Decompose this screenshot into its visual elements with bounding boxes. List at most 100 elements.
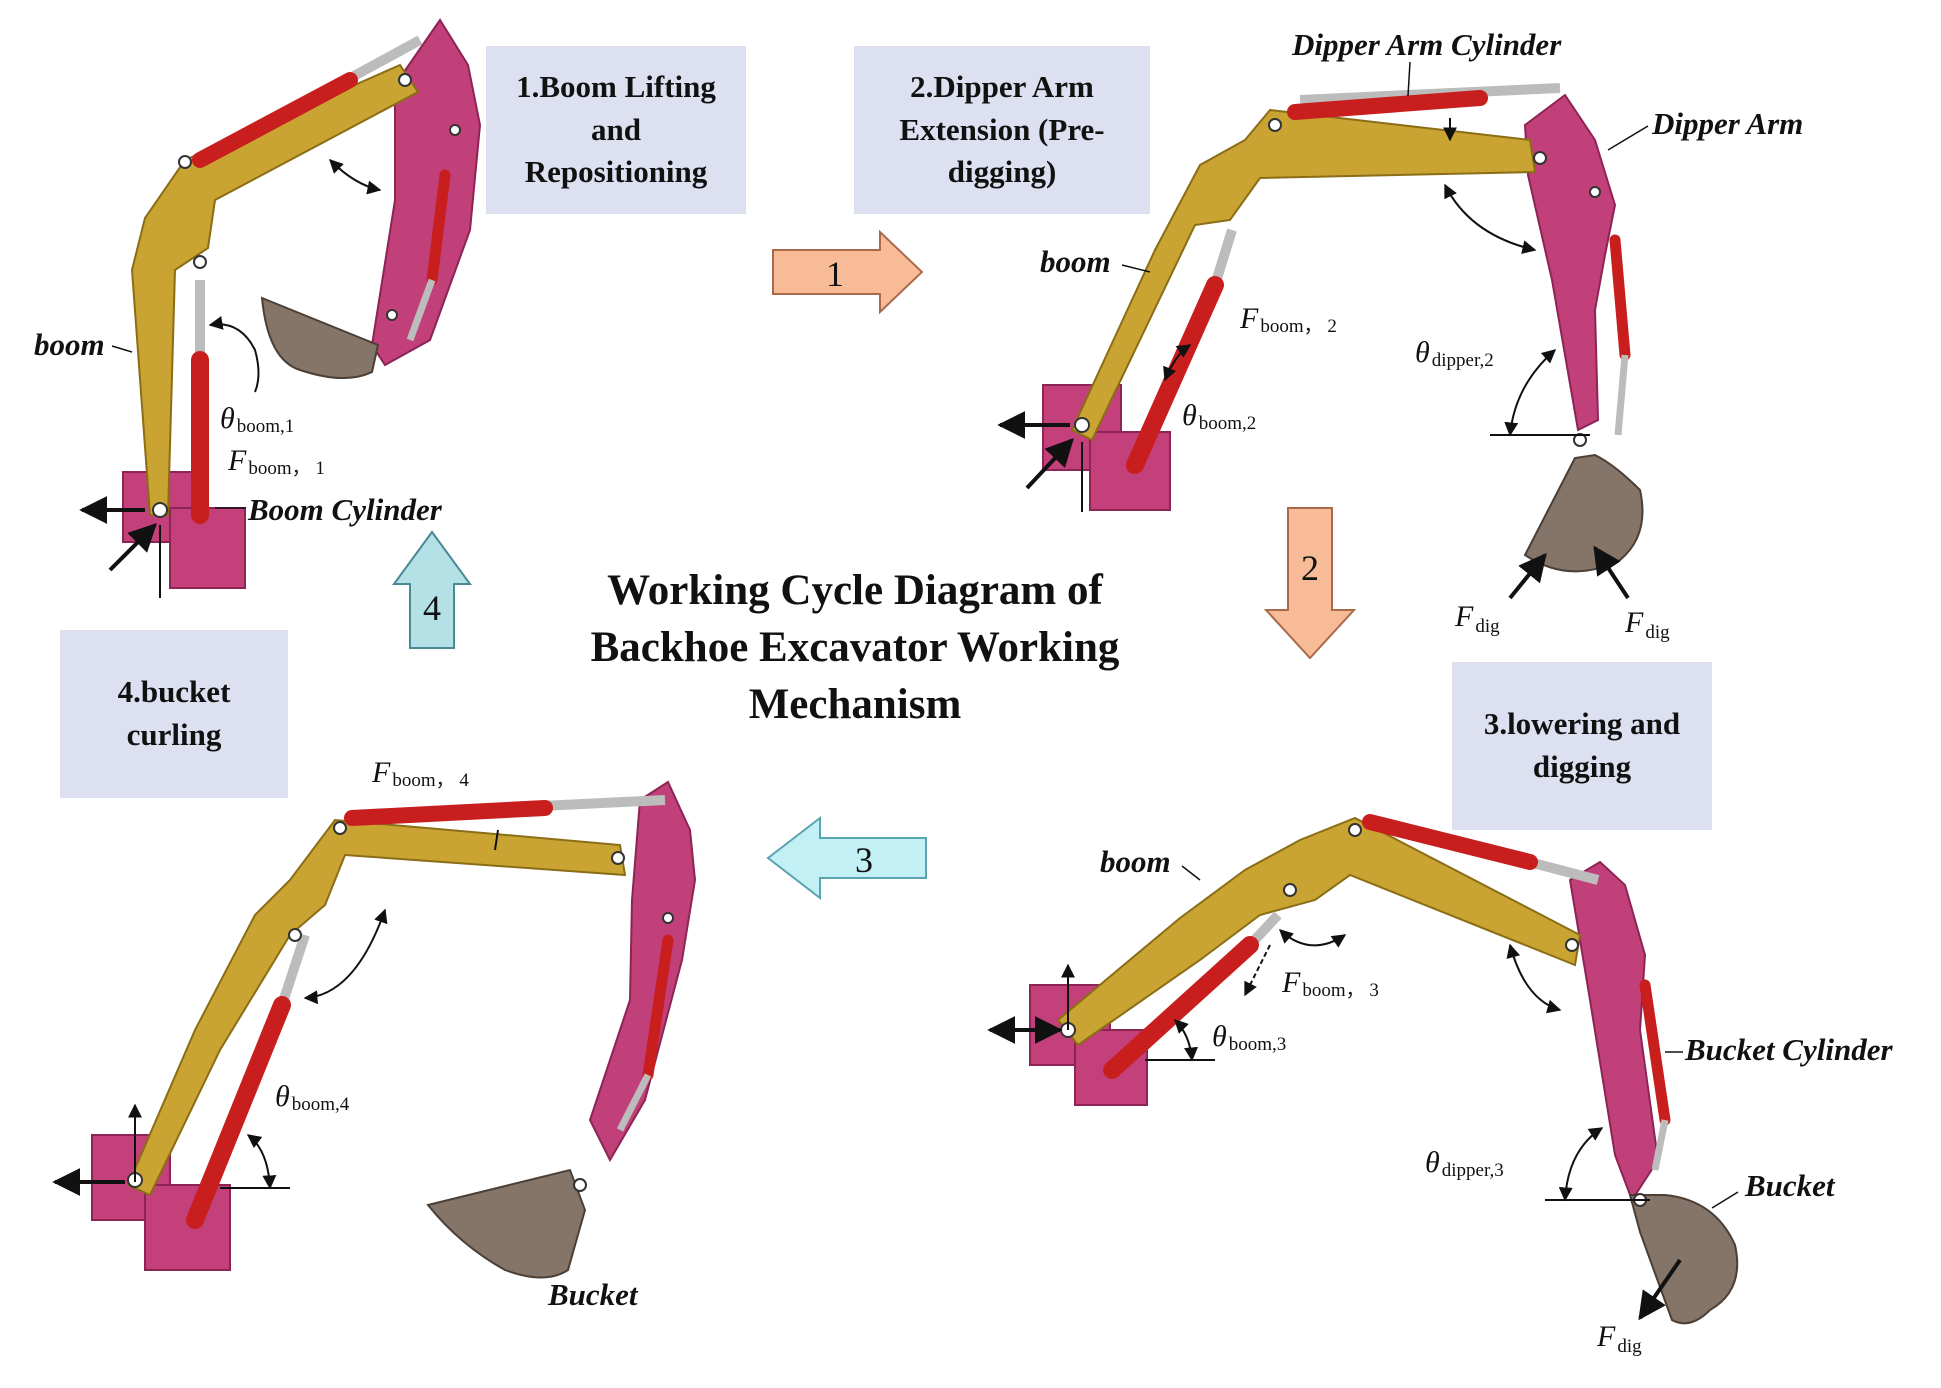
excavator-figure-2 xyxy=(997,83,1644,600)
transition-arrow-4: 4 xyxy=(392,530,472,649)
dipper-arm-cylinder xyxy=(344,800,553,826)
excavator-figure-4 xyxy=(52,780,697,1279)
angle-arc xyxy=(329,159,382,195)
leader-line xyxy=(1121,264,1151,273)
boom-label: boom xyxy=(1040,244,1111,279)
dipper-arm xyxy=(1568,860,1660,1203)
angle-arc xyxy=(1174,1019,1198,1062)
dipper-arm-cylinder-label: Dipper Arm Cylinder xyxy=(1291,27,1562,62)
leader-line xyxy=(1607,125,1649,151)
bucket xyxy=(1628,1194,1739,1325)
boom-label: boom xyxy=(1100,844,1171,879)
stage-2-box: 2.Dipper Arm Extension (Pre-digging) xyxy=(854,46,1150,214)
leader-line xyxy=(111,345,133,353)
stage-4-box: 4.bucket curling xyxy=(60,630,288,798)
dipper-arm xyxy=(370,18,482,367)
pivot-joint xyxy=(573,1178,587,1192)
dipper-arm-cylinder xyxy=(1362,814,1538,870)
transition-arrow-1-label: 1 xyxy=(826,254,844,294)
stage-2-label: 2.Dipper Arm Extension (Pre-digging) xyxy=(899,68,1105,190)
boom xyxy=(1056,816,1582,1047)
pivot-joint xyxy=(449,124,461,136)
cylinder-rod xyxy=(406,278,436,342)
angle-arc xyxy=(1444,183,1537,254)
boom xyxy=(126,818,627,1197)
angle-arc xyxy=(208,316,260,393)
dig-force-arrow xyxy=(1593,545,1630,600)
transition-arrow-2: 2 xyxy=(1263,507,1357,660)
pivot-joint xyxy=(1268,118,1282,132)
transition-arrow-3: 3 xyxy=(766,815,927,901)
bucket-label: Bucket xyxy=(547,1277,639,1312)
angle-arc xyxy=(1163,344,1192,382)
pivot-joint xyxy=(1533,151,1547,165)
pivot-joint xyxy=(398,73,412,87)
stage-1-box: 1.Boom Lifting and Repositioning xyxy=(486,46,746,214)
bucket-cylinder xyxy=(1639,979,1671,1126)
transition-arrow-2-label: 2 xyxy=(1301,548,1319,588)
cylinder-rod xyxy=(1210,228,1237,287)
angle-arc xyxy=(1278,929,1347,948)
pivot-joint xyxy=(1348,823,1362,837)
dipper-arm-label: Dipper Arm xyxy=(1651,106,1803,141)
bucket-cylinder xyxy=(426,169,451,286)
pivot-joint xyxy=(1565,938,1579,952)
pivot-joint xyxy=(1074,417,1090,433)
boom xyxy=(1070,108,1537,442)
angle-marker xyxy=(494,829,499,851)
boom-label: boom xyxy=(34,327,105,362)
pivot-joint xyxy=(662,912,674,924)
diagram-title: Working Cycle Diagram of Backhoe Excavat… xyxy=(590,567,1120,729)
transition-arrow-1: 1 xyxy=(772,229,924,315)
bucket-cylinder xyxy=(642,934,674,1081)
angle-arc xyxy=(303,908,388,1005)
pivot-joint xyxy=(152,502,168,518)
cylinder-rod xyxy=(277,933,310,1007)
excavator-figure-3 xyxy=(987,814,1739,1325)
bucket xyxy=(426,1168,587,1279)
pivot-joint xyxy=(1589,186,1601,198)
pivot-joint xyxy=(386,309,398,321)
pivot-joint xyxy=(193,255,207,269)
angle-arc xyxy=(246,1134,277,1190)
pivot-joint xyxy=(178,155,192,169)
pivot-joint xyxy=(1283,883,1297,897)
leader-line xyxy=(1181,865,1201,881)
dig-force-arrow xyxy=(1508,552,1547,600)
cylinder-rod xyxy=(1651,1119,1669,1171)
angle-arc xyxy=(1506,943,1562,1014)
base-block xyxy=(144,1184,231,1271)
dipper-arm-cylinder xyxy=(1287,90,1488,120)
dipper-arm xyxy=(1523,93,1617,432)
transition-arrow-4-label: 4 xyxy=(423,588,441,628)
bucket-label: Bucket xyxy=(1744,1168,1836,1203)
stage-3-box: 3.lowering and digging xyxy=(1452,662,1712,830)
boom xyxy=(130,63,420,516)
force-arrow xyxy=(108,523,157,572)
excavator-figure-1 xyxy=(79,18,482,598)
pivot-joint xyxy=(288,928,302,942)
force-arrow xyxy=(1025,437,1074,490)
cylinder-rod xyxy=(616,1073,652,1132)
bucket-cylinder-label: Bucket Cylinder xyxy=(1684,1032,1893,1067)
dipper-arm-cylinder xyxy=(192,72,358,168)
bucket xyxy=(260,296,380,380)
boom-cylinder xyxy=(1103,936,1259,1079)
boom-cylinder-label: Boom Cylinder xyxy=(247,492,443,527)
dig-force-arrow xyxy=(1638,1258,1682,1321)
boom-cylinder xyxy=(186,996,291,1229)
bucket-cylinder xyxy=(1609,234,1631,361)
leader-line xyxy=(1711,1191,1739,1209)
